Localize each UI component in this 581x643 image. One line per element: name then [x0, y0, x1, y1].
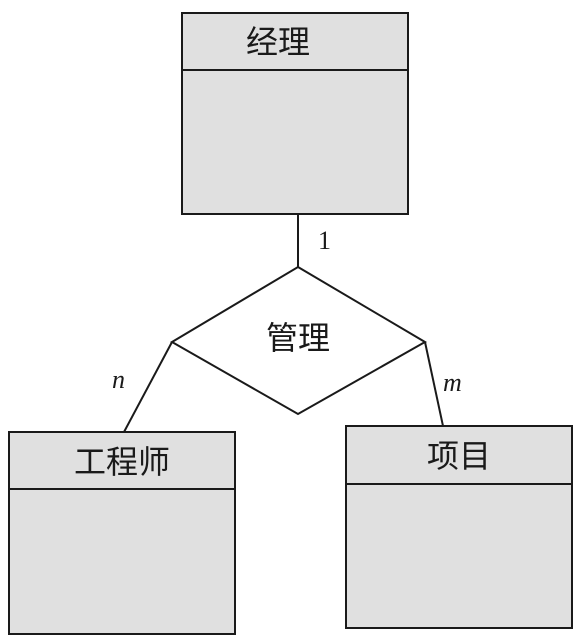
cardinality-manager: 1: [318, 226, 331, 255]
engineer-relationship-line: [123, 341, 173, 433]
entity-engineer-name: 工程师: [74, 443, 170, 481]
relationship-name: 管理: [266, 319, 330, 357]
entity-project-box: [345, 425, 573, 629]
entity-project-name: 项目: [427, 437, 491, 475]
relationship-manage: 管理: [170, 265, 427, 416]
entity-engineer: 工程师: [8, 431, 236, 635]
entity-engineer-box: [8, 431, 236, 635]
cardinality-project: m: [443, 368, 462, 397]
entity-manager-box: [181, 12, 409, 215]
project-relationship-line: [424, 341, 444, 427]
entity-manager: 经理: [181, 12, 409, 215]
entity-manager-name: 经理: [246, 23, 310, 61]
relationship-diamond: [170, 265, 427, 416]
entity-project: 项目: [345, 425, 573, 629]
cardinality-engineer: n: [112, 365, 125, 394]
